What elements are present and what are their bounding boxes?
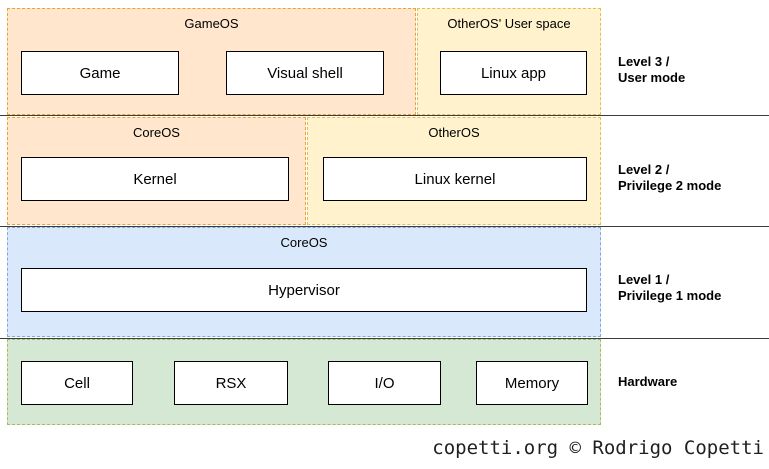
- label-level1-privilege1-mode: Level 1 / Privilege 1 mode: [618, 272, 766, 304]
- region-gameos-title: GameOS: [184, 16, 239, 31]
- label-level2-privilege2-mode: Level 2 / Privilege 2 mode: [618, 162, 766, 194]
- label-level2-line2: Privilege 2 mode: [618, 178, 722, 193]
- node-linux-app: Linux app: [440, 51, 587, 95]
- region-otheros-title: OtherOS: [428, 125, 480, 140]
- region-coreos-level1-title: CoreOS: [280, 235, 328, 250]
- separator-line-level1-hardware: [0, 338, 769, 339]
- label-level2-line1: Level 2 /: [618, 162, 670, 177]
- region-otheros-user-space-title: OtherOS' User space: [447, 16, 571, 31]
- node-hypervisor: Hypervisor: [21, 268, 587, 312]
- region-otheros-user-space: OtherOS' User space Linux app: [417, 8, 601, 115]
- node-game: Game: [21, 51, 179, 95]
- separator-line-level2-level1: [0, 226, 769, 227]
- credit-text: copetti.org © Rodrigo Copetti: [432, 437, 764, 459]
- region-coreos-level1: CoreOS Hypervisor: [7, 227, 601, 337]
- region-otheros: OtherOS Linux kernel: [307, 117, 601, 225]
- node-visual-shell: Visual shell: [226, 51, 384, 95]
- label-hardware: Hardware: [618, 374, 766, 390]
- label-level1-line2: Privilege 1 mode: [618, 288, 722, 303]
- node-memory: Memory: [476, 361, 588, 405]
- region-gameos: GameOS Game Visual shell: [7, 8, 416, 115]
- node-linux-kernel: Linux kernel: [323, 157, 587, 201]
- label-level1-line1: Level 1 /: [618, 272, 670, 287]
- label-level3-line1: Level 3 /: [618, 54, 670, 69]
- label-level3-user-mode: Level 3 / User mode: [618, 54, 766, 86]
- region-hardware: Cell RSX I/O Memory: [7, 339, 601, 425]
- node-kernel: Kernel: [21, 157, 289, 201]
- separator-line-level3-level2: [0, 115, 769, 116]
- label-hardware-line1: Hardware: [618, 374, 678, 389]
- label-level3-line2: User mode: [618, 70, 686, 85]
- node-cell: Cell: [21, 361, 133, 405]
- node-io: I/O: [328, 361, 441, 405]
- region-coreos-level2-title: CoreOS: [133, 125, 180, 140]
- region-coreos-level2: CoreOS Kernel: [7, 117, 306, 225]
- node-rsx: RSX: [174, 361, 288, 405]
